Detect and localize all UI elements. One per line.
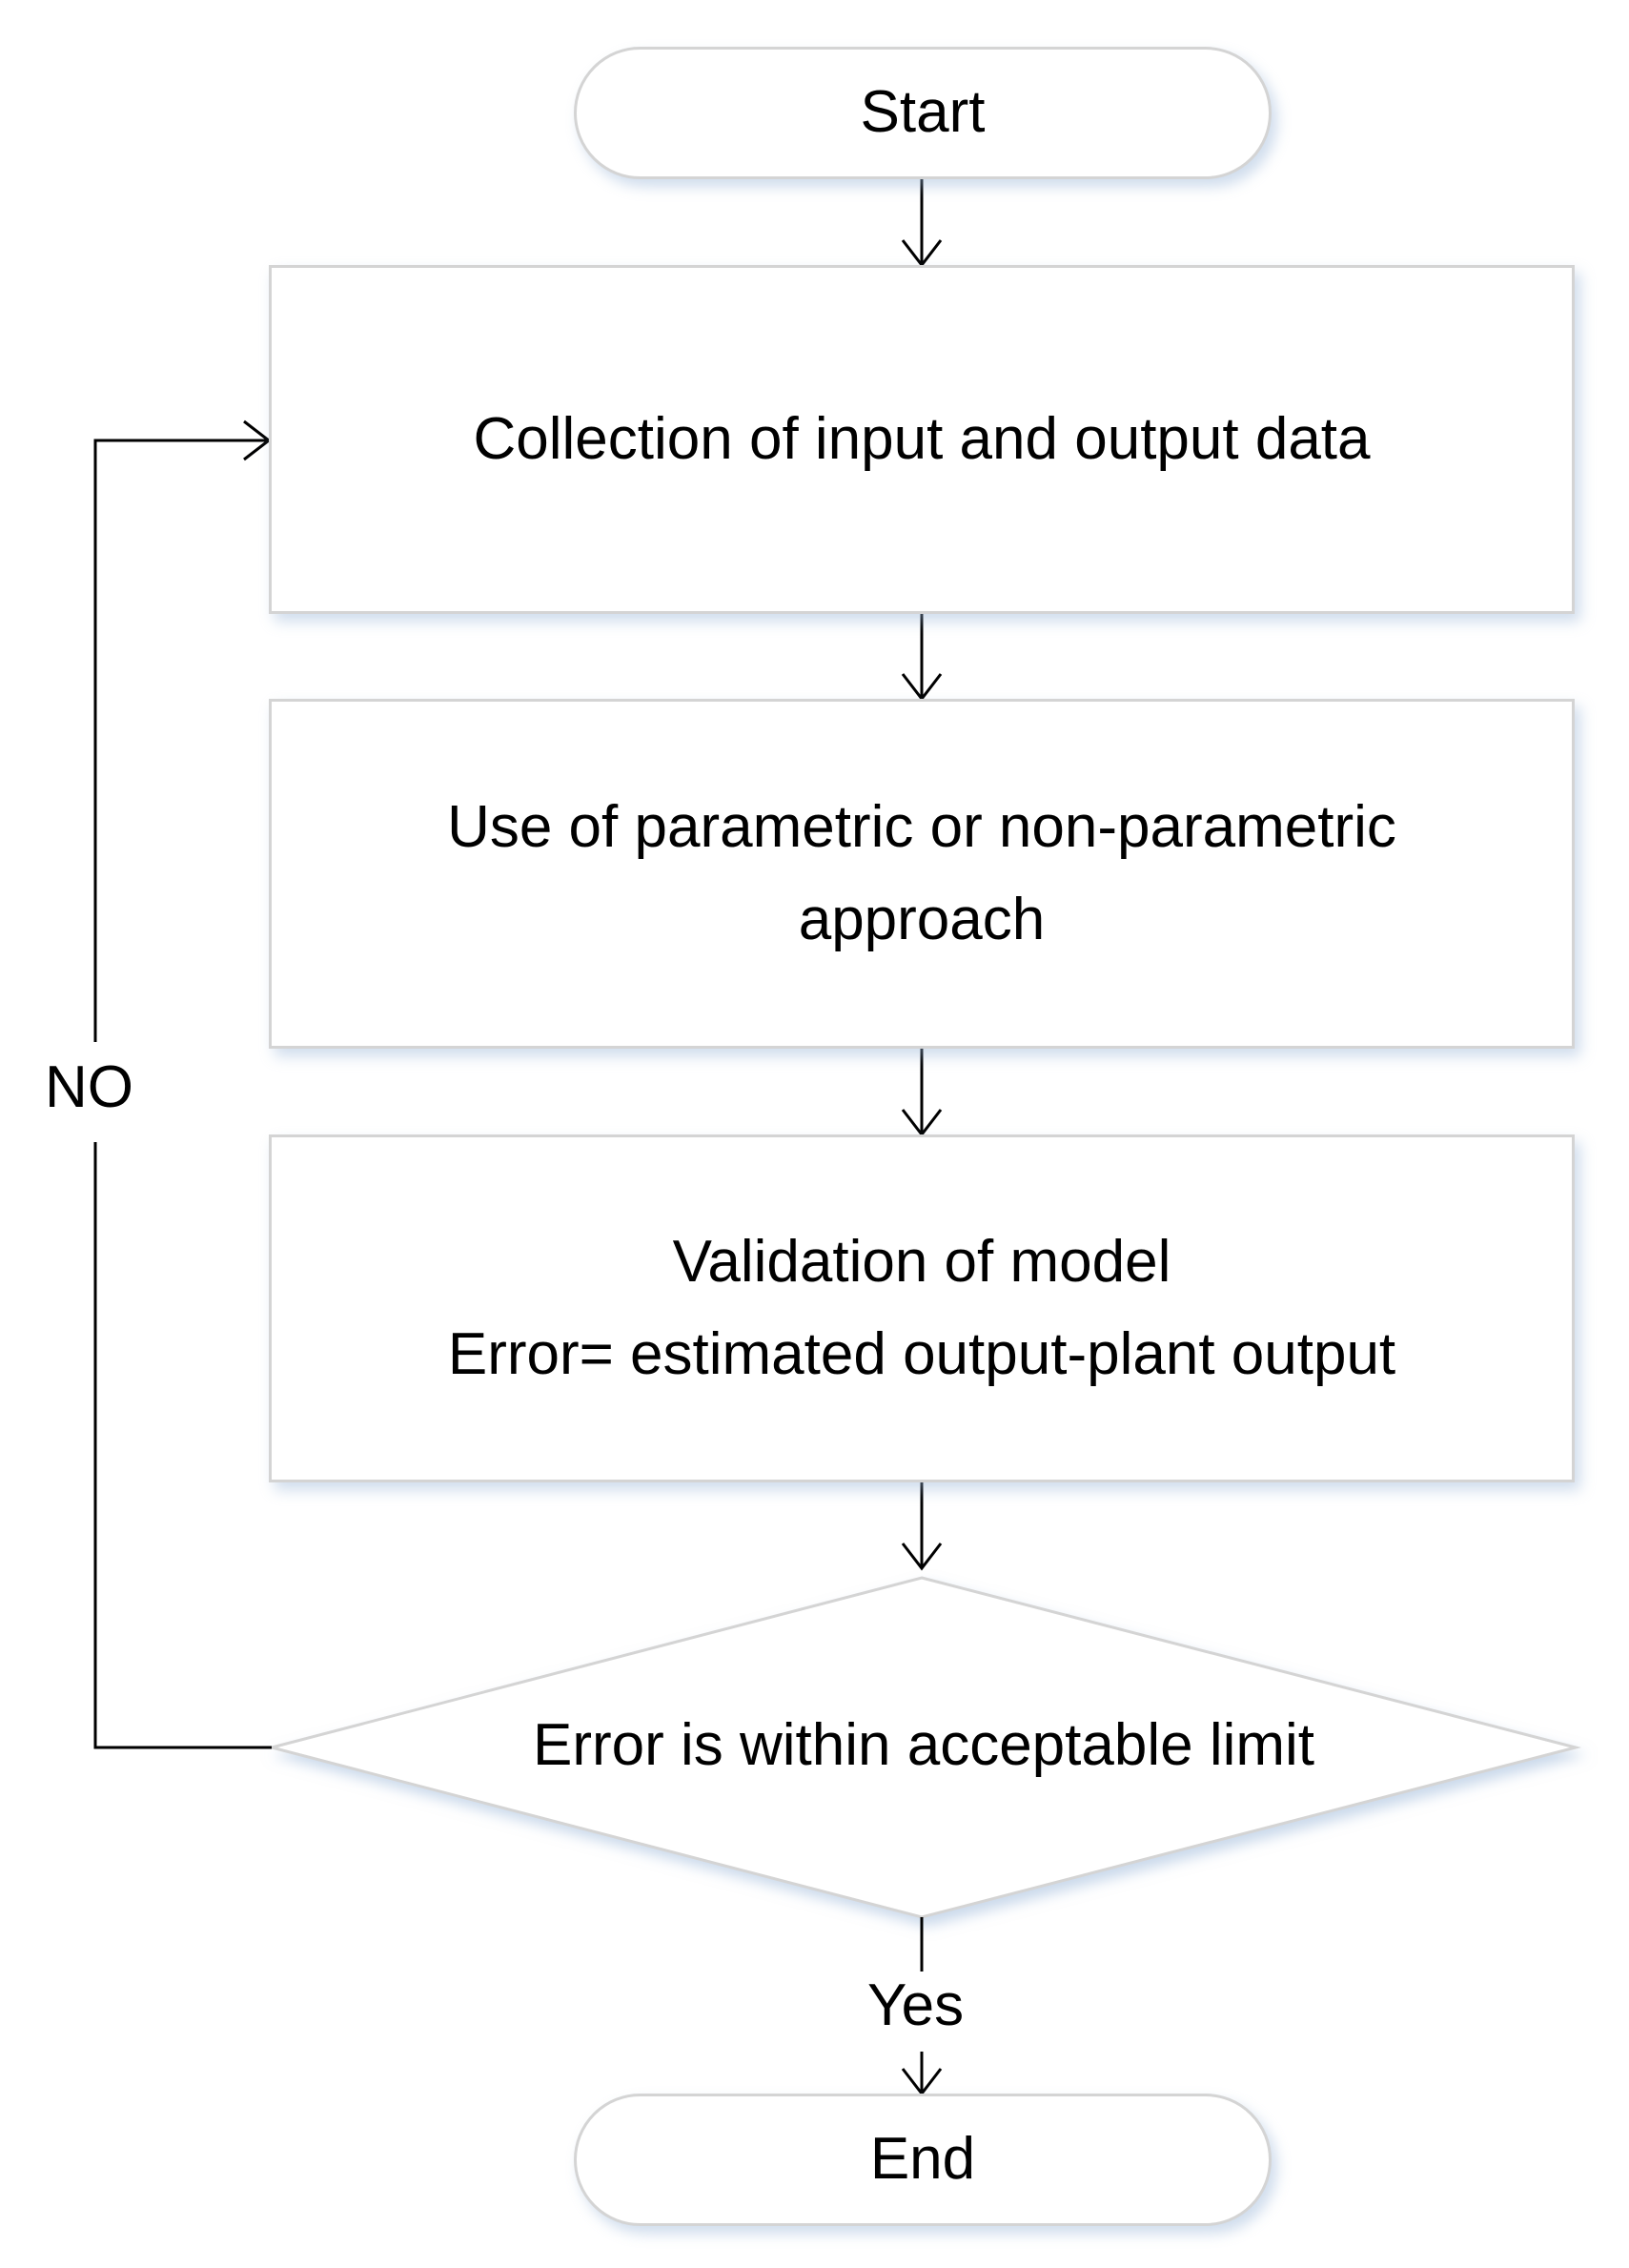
approach-step: Use of parametric or non-parametric appr… (269, 699, 1575, 1049)
validation-label-line1: Validation of model (672, 1229, 1171, 1296)
no-label: NO (45, 1054, 133, 1120)
validation-label-line2: Error= estimated output-plant output (447, 1320, 1396, 1387)
end-terminal: End (574, 2094, 1272, 2226)
approach-label-line2: approach (798, 886, 1046, 952)
validation-step: Validation of model Error= estimated out… (269, 1134, 1575, 1482)
end-label: End (869, 2126, 976, 2193)
collection-label: Collection of input and output data (473, 405, 1371, 472)
collection-step: Collection of input and output data (269, 265, 1575, 614)
start-label: Start (860, 79, 986, 146)
yes-label: Yes (867, 1972, 965, 2038)
no-loop-upper (93, 439, 269, 1042)
approach-label-line1: Use of parametric or non-parametric (447, 794, 1396, 861)
decision-label: Error is within acceptable limit (532, 1711, 1315, 1778)
no-loop-lower (93, 1142, 272, 1749)
start-terminal: Start (574, 47, 1272, 179)
arrowhead-validation-to-decision (901, 1543, 943, 1571)
